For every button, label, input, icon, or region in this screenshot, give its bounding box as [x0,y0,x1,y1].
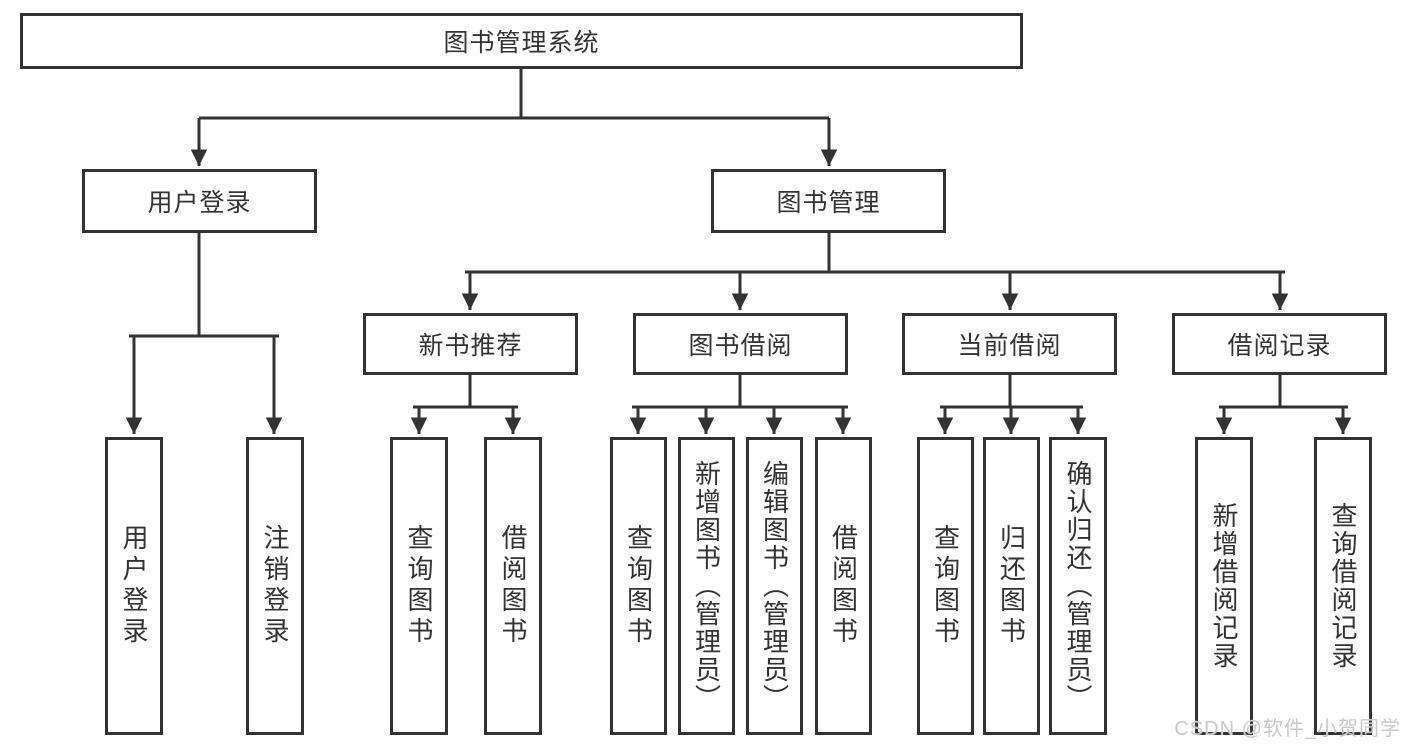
leaf-record-add-record: 新增借阅记录 [1195,437,1253,735]
node-current-borrow: 当前借阅 [902,313,1117,375]
connector-user-login [125,233,283,434]
node-user-login: 用户登录 [82,169,317,233]
node-borrow-record: 借阅记录 [1172,313,1387,375]
leaf-recommend-query-book: 查询图书 [390,437,448,735]
connector-new-book-recommend [410,375,522,434]
leaf-record-query-record-label: 查询借阅记录 [1328,502,1358,670]
leaf-recommend-borrow-book-label: 借阅图书 [498,524,528,648]
node-book-borrow-label: 图书借阅 [688,332,793,360]
leaf-current-confirm-return: 确认归还（管理员） [1049,437,1107,735]
node-current-borrow-label: 当前借阅 [957,332,1062,360]
leaf-current-return-book-label: 归还图书 [996,524,1027,648]
node-book-borrow: 图书借阅 [633,313,848,375]
leaf-current-confirm-return-label: 确认归还（管理员） [1063,460,1093,712]
leaf-recommend-query-book-label: 查询图书 [404,524,434,648]
leaf-record-add-record-label: 新增借阅记录 [1209,502,1239,670]
leaf-current-return-book: 归还图书 [983,437,1040,735]
node-root: 图书管理系统 [20,13,1023,69]
node-root-label: 图书管理系统 [443,29,600,57]
node-book-management-label: 图书管理 [776,189,881,217]
leaf-current-query-book-label: 查询图书 [930,524,961,648]
connector-book-borrow [629,375,852,434]
leaf-borrow-query-book-label: 查询图书 [623,524,654,648]
leaf-borrow-borrow-book-label: 借阅图书 [828,524,859,648]
csdn-watermark: CSDN @软件_小贺同学 [1174,718,1401,740]
connector-borrow-record [1215,375,1352,434]
node-new-book-recommend: 新书推荐 [363,313,578,375]
leaf-user-login-label: 用户登录 [119,524,149,648]
leaf-record-query-record: 查询借阅记录 [1314,437,1372,735]
leaf-borrow-edit-book: 编辑图书（管理员） [746,437,803,735]
leaf-borrow-borrow-book: 借阅图书 [815,437,872,735]
leaf-current-query-book: 查询图书 [917,437,974,735]
leaf-logout-label: 注销登录 [260,524,290,648]
connector-root [190,69,838,166]
leaf-logout: 注销登录 [246,437,304,735]
node-borrow-record-label: 借阅记录 [1227,332,1332,360]
leaf-borrow-edit-book-label: 编辑图书（管理员） [759,460,790,712]
leaf-recommend-borrow-book: 借阅图书 [484,437,542,735]
connector-current-borrow [936,375,1087,434]
leaf-user-login: 用户登录 [105,437,163,735]
node-new-book-recommend-label: 新书推荐 [418,332,523,360]
leaf-borrow-query-book: 查询图书 [610,437,667,735]
connector-book-management [461,233,1289,310]
node-user-login-label: 用户登录 [147,189,252,217]
node-book-management: 图书管理 [711,169,946,233]
leaf-borrow-add-book-label: 新增图书（管理员） [691,460,722,712]
leaf-borrow-add-book: 新增图书（管理员） [678,437,735,735]
